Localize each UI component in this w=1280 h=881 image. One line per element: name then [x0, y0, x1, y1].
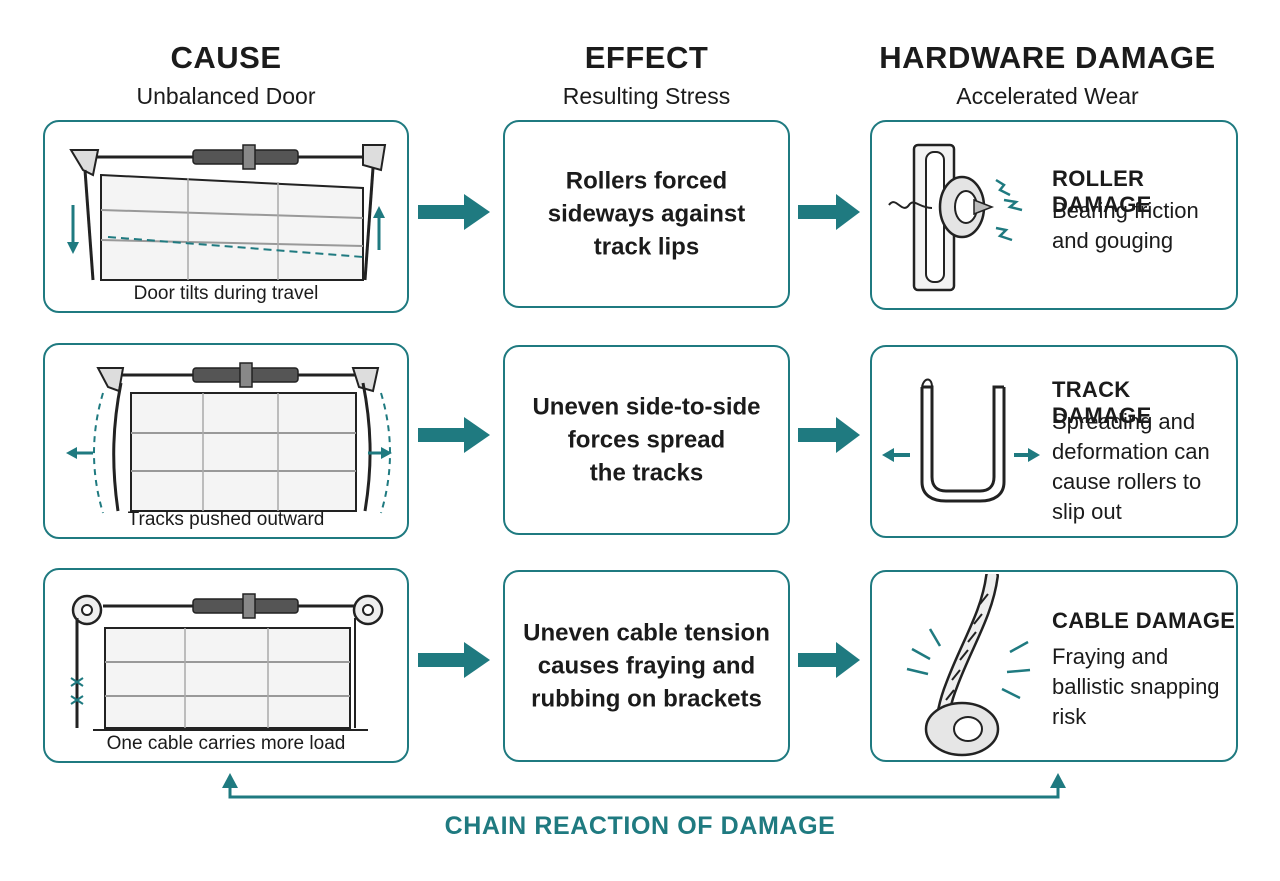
damage-title-track: TRACK DAMAGE — [1052, 377, 1152, 428]
effect-line: sideways against — [547, 200, 746, 228]
damage-line: ballistic snapping — [1052, 674, 1220, 699]
arrow-icon-row3-a — [418, 642, 490, 678]
damage-desc-track: Spreading and deformation can cause roll… — [1052, 407, 1242, 527]
cause-column-header: CAUSE Unbalanced Door — [43, 40, 409, 110]
effect-text-rollers: Rollers forced sideways against track li… — [505, 165, 788, 264]
cause-caption-door-tilt: Door tilts during travel — [133, 283, 319, 304]
damage-column-header: HARDWARE DAMAGE Accelerated Wear — [860, 40, 1235, 110]
arrow-icon-row2-b — [798, 417, 860, 453]
cause-panel-door-tilt: Door tilts during travel — [43, 120, 409, 313]
arrow-icon-row3-b — [798, 642, 860, 678]
cause-panel-tracks-outward: Tracks pushed outward — [43, 343, 409, 539]
effect-text-spread: Uneven side-to-side forces spread the tr… — [505, 391, 788, 490]
damage-line: slip out — [1052, 499, 1122, 524]
roller-in-track-icon — [888, 143, 1023, 292]
effect-text-cable: Uneven cable tension causes fraying and … — [505, 617, 788, 716]
damage-line: cause rollers to — [1052, 469, 1202, 494]
tilted-door-illustration — [67, 144, 387, 281]
damage-title-roller: ROLLER DAMAGE — [1052, 166, 1152, 217]
effect-column-subtitle: Resulting Stress — [562, 83, 731, 109]
frayed-cable-icon — [906, 574, 1031, 757]
damage-panel-cable: CABLE DAMAGE Fraying and ballistic snapp… — [870, 570, 1238, 762]
uneven-cable-illustration — [70, 593, 384, 731]
damage-title-cable: CABLE DAMAGE — [1052, 608, 1236, 633]
effect-line: Uneven cable tension — [523, 619, 770, 647]
arrow-icon-row1-a — [418, 194, 490, 230]
cause-column-subtitle: Unbalanced Door — [136, 83, 316, 109]
effect-panel-cable: Uneven cable tension causes fraying and … — [503, 570, 790, 762]
effect-column-title: EFFECT — [584, 40, 709, 75]
effect-line: causes fraying and — [537, 652, 756, 680]
damage-line: Fraying and — [1052, 644, 1169, 669]
effect-line: rubbing on brackets — [531, 685, 762, 713]
damage-panel-roller: ROLLER DAMAGE Bearing friction and gougi… — [870, 120, 1238, 310]
damage-desc-cable: Fraying and ballistic snapping risk — [1052, 642, 1242, 732]
damage-line: and gouging — [1052, 228, 1174, 253]
effect-line: the tracks — [589, 459, 704, 487]
cause-column-title: CAUSE — [170, 40, 282, 75]
arrow-icon-row2-a — [418, 417, 490, 453]
u-track-icon — [882, 378, 1040, 503]
damage-line: risk — [1052, 704, 1087, 729]
damage-line: deformation can — [1052, 439, 1210, 464]
effect-panel-rollers: Rollers forced sideways against track li… — [503, 120, 790, 308]
damage-panel-track: TRACK DAMAGE Spreading and deformation c… — [870, 345, 1238, 538]
effect-panel-spread: Uneven side-to-side forces spread the tr… — [503, 345, 790, 535]
cause-caption-cable-load: One cable carries more load — [106, 733, 346, 754]
arrow-icon-row1-b — [798, 194, 860, 230]
effect-line: track lips — [593, 233, 700, 261]
damage-desc-roller: Bearing friction and gouging — [1052, 196, 1242, 256]
damage-line: Spreading and — [1052, 409, 1196, 434]
cause-caption-tracks-outward: Tracks pushed outward — [127, 509, 325, 530]
damage-column-title: HARDWARE DAMAGE — [879, 40, 1216, 75]
effect-column-header: EFFECT Resulting Stress — [503, 40, 790, 110]
effect-line: forces spread — [567, 426, 726, 454]
cause-panel-cable-load: One cable carries more load — [43, 568, 409, 763]
damage-line: Bearing friction — [1052, 198, 1199, 223]
chain-reaction-label: CHAIN REACTION OF DAMAGE — [444, 812, 836, 840]
effect-line: Rollers forced — [565, 167, 728, 195]
effect-line: Uneven side-to-side — [532, 393, 761, 421]
spreading-tracks-illustration — [66, 362, 392, 514]
damage-column-subtitle: Accelerated Wear — [956, 83, 1139, 109]
